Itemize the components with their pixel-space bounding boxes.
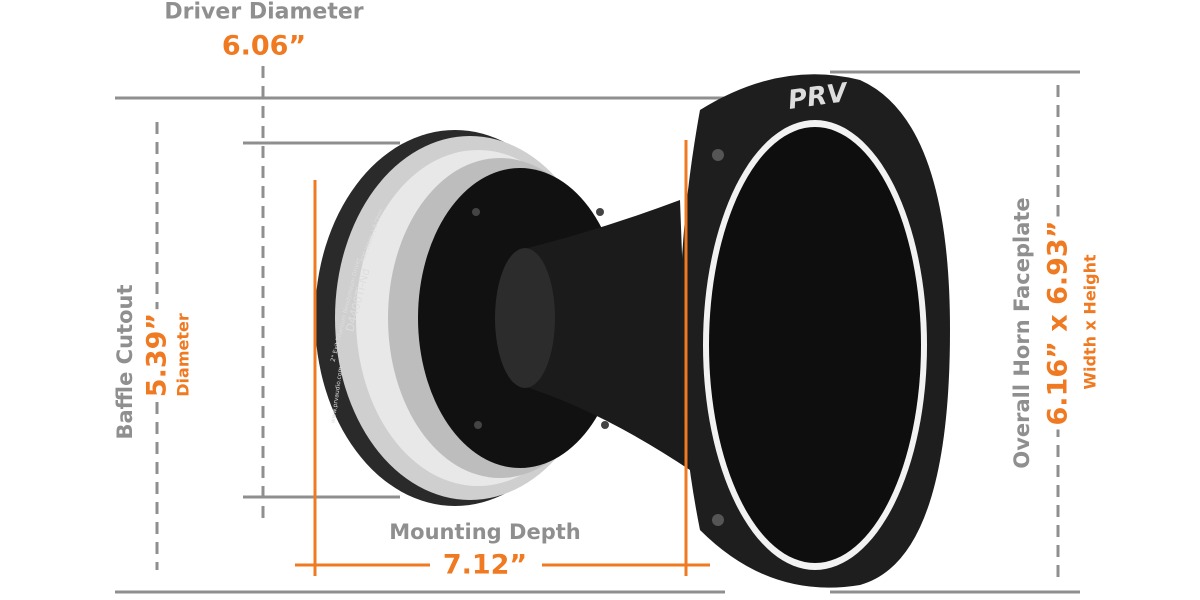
horn-faceplate (680, 74, 950, 588)
driver-diameter-label: Driver Diameter (164, 0, 364, 25)
mounting-depth-value: 7.12” (442, 549, 528, 581)
mounting-depth-label: Mounting Depth (389, 520, 581, 544)
horn-faceplate-label: Overall Horn Faceplate (1010, 197, 1034, 469)
baffle-cutout-unit: Diameter (173, 313, 193, 397)
horn-faceplate-value: 6.16” x 6.93” (1042, 216, 1074, 430)
baffle-cutout-label: Baffle Cutout (113, 284, 137, 440)
horn-throat (520, 200, 690, 470)
baffle-cutout-value: 5.39” (141, 308, 173, 402)
dimension-lines (115, 70, 1080, 594)
driver-diameter-value: 6.06” (221, 30, 307, 62)
horn-faceplate-unit: Width x Height (1080, 254, 1100, 390)
